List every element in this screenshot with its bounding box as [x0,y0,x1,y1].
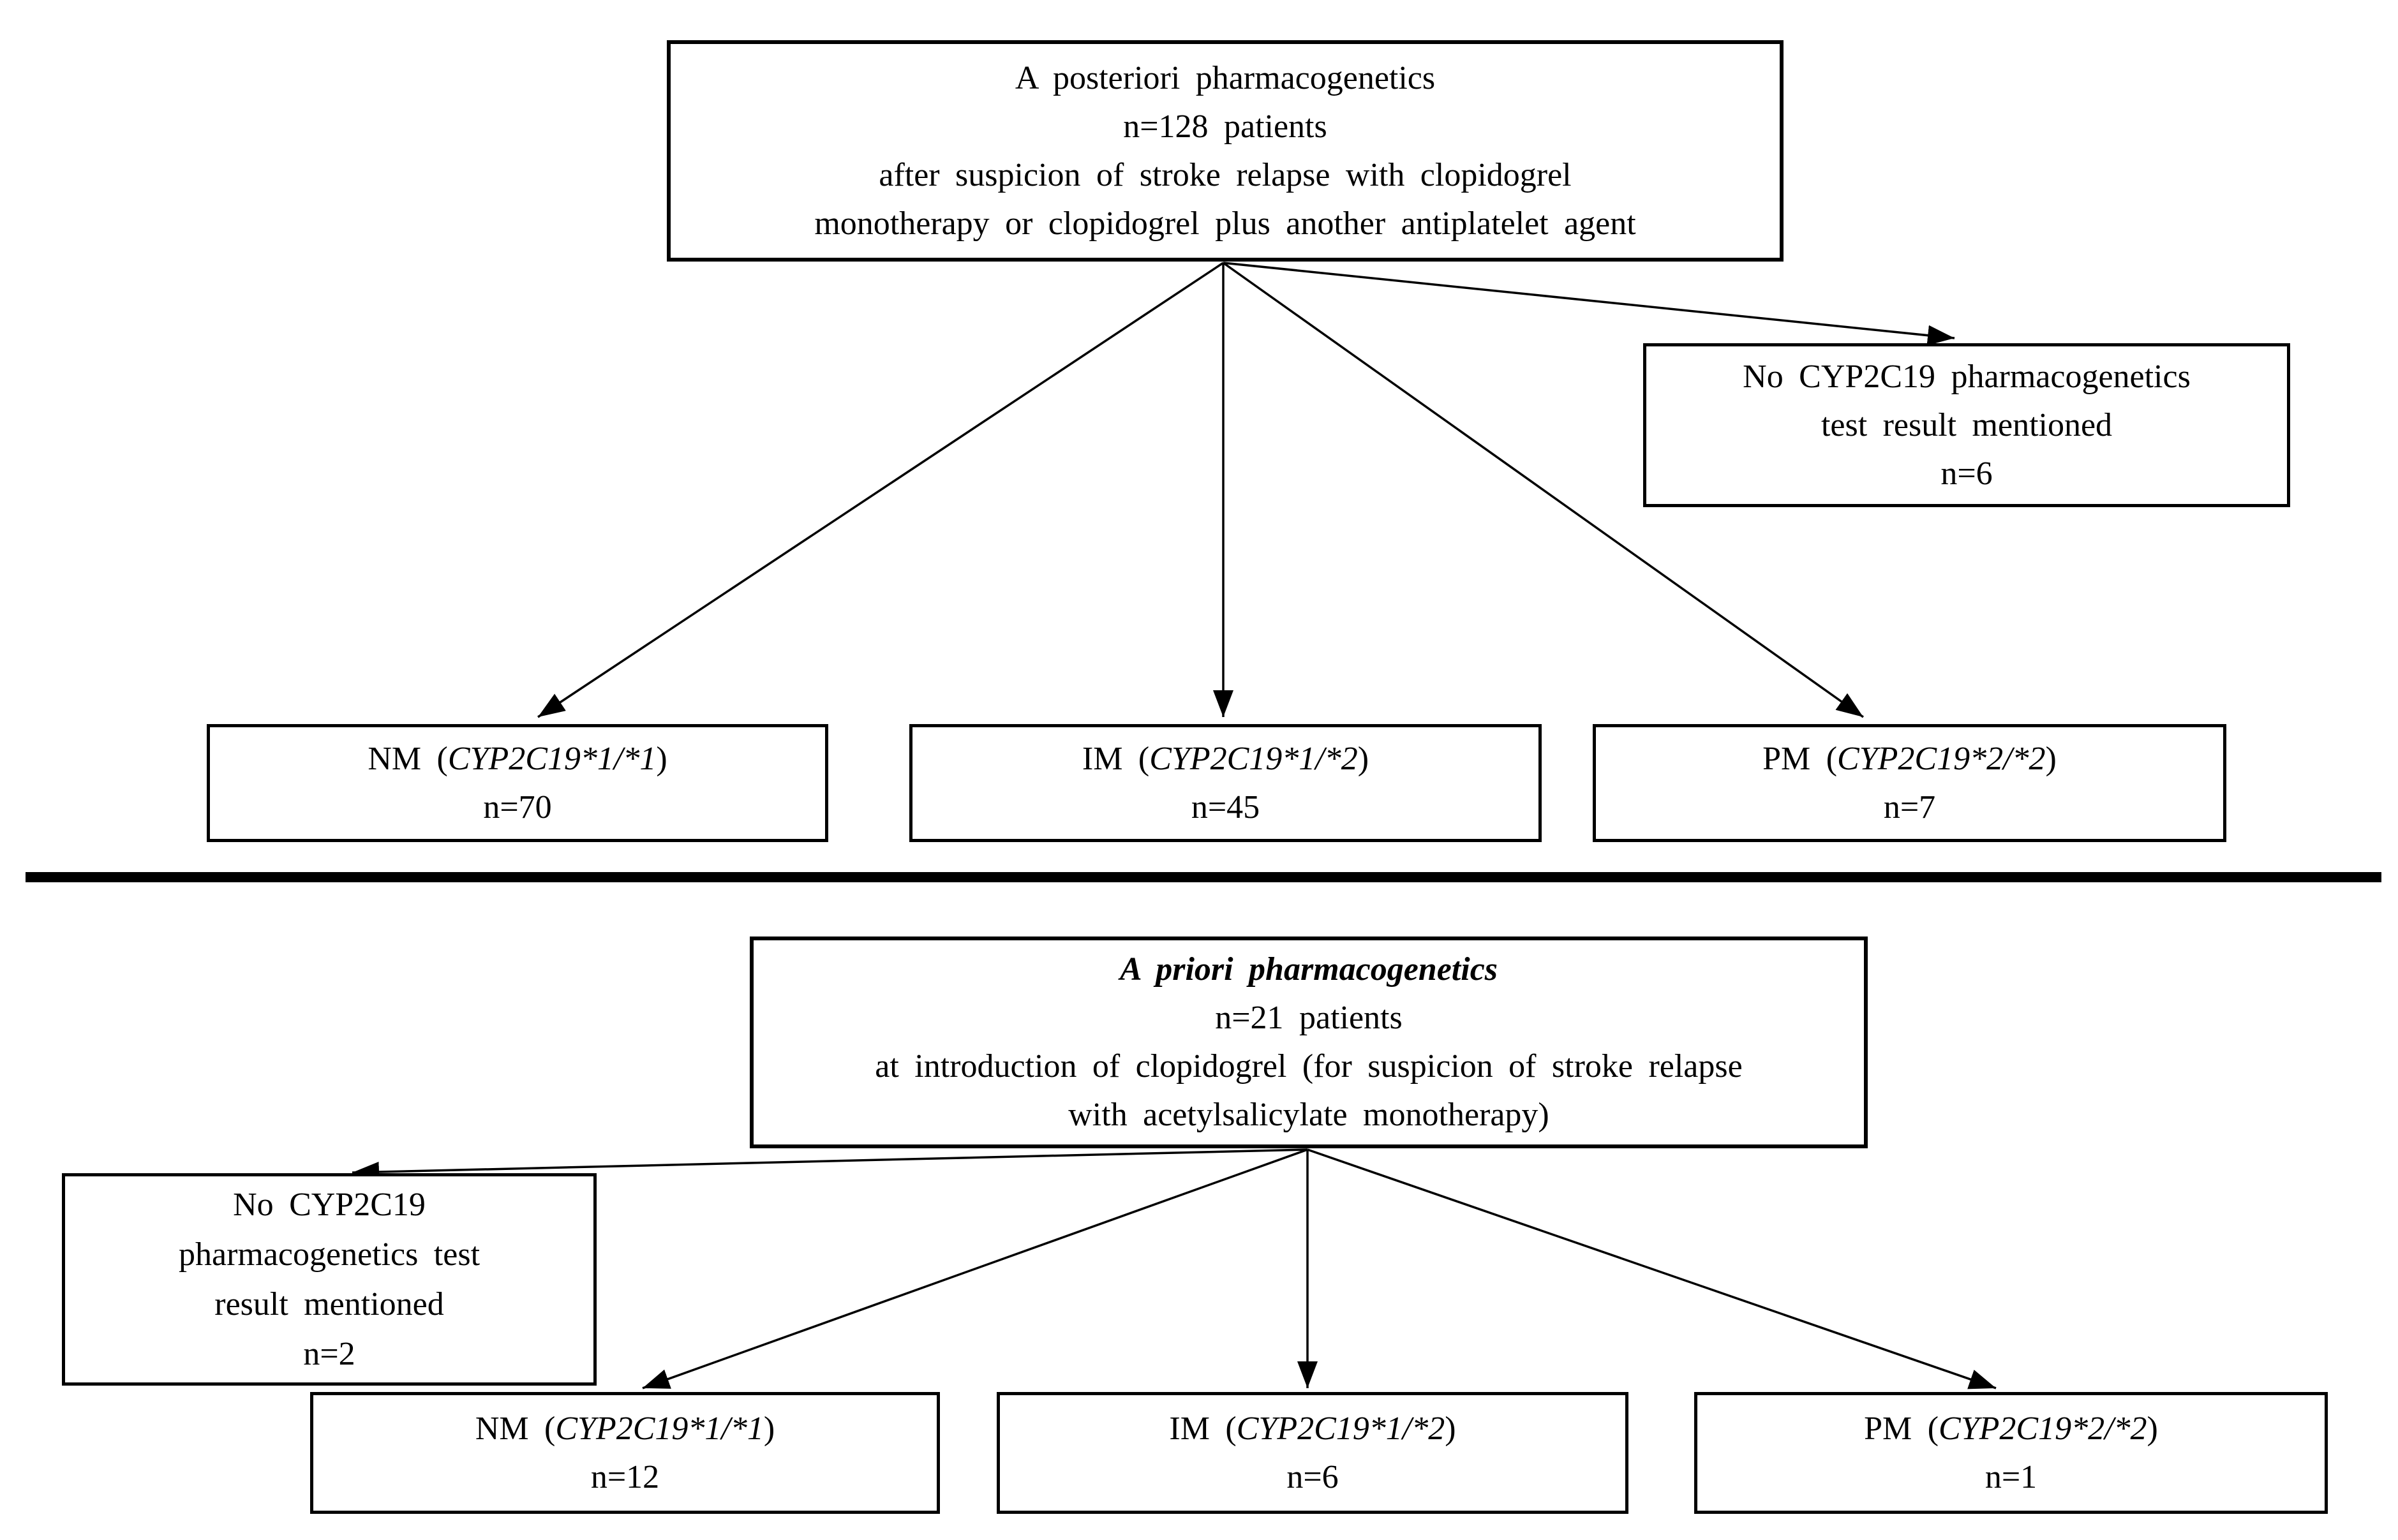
genotype-close: ) [2147,1410,2158,1447]
genotype-label: CYP2C19*2/*2 [1939,1410,2147,1447]
metabolizer-label: IM ( [1169,1410,1237,1447]
pm-box-bottom: PM (CYP2C19*2/*2) n=1 [1694,1392,2328,1514]
arrow-aposteriori-to-nm [537,262,1224,718]
genotype-label: CYP2C19*1/*1 [447,740,657,777]
count-line: n=6 [1286,1458,1339,1495]
arrow-apriori-to-pm [1307,1148,1997,1389]
genotype-label: CYP2C19*1/*2 [1149,740,1358,777]
excluded-box-line: pharmacogenetics test [178,1236,480,1273]
main-box-line: at introduction of clopidogrel (for susp… [875,1048,1743,1085]
genotype-close: ) [1357,740,1369,777]
arrow-apriori-to-nm [642,1148,1308,1389]
metabolizer-label: PM ( [1864,1410,1939,1447]
genotype-close: ) [656,740,667,777]
metabolizer-label: IM ( [1082,740,1150,777]
genotype-label: CYP2C19*1/*2 [1236,1410,1445,1447]
main-box-line: monotherapy or clopidogrel plus another … [814,205,1636,242]
metabolizer-label: NM ( [368,740,448,777]
genotype-line: IM (CYP2C19*1/*2) [912,735,1538,783]
excluded-box-count: n=2 [303,1335,355,1372]
count-line: n=1 [1985,1458,2037,1495]
genotype-line: IM (CYP2C19*1/*2) [1000,1405,1625,1453]
arrow-aposteriori-to-pm [1222,262,1865,718]
a-priori-main-box: A priori pharmacogenetics n=21 patients … [750,937,1868,1148]
genotype-close: ) [2045,740,2057,777]
arrow-aposteriori-to-no-test [1223,262,1955,346]
metabolizer-label: NM ( [475,1410,556,1447]
a-posteriori-main-box: A posteriori pharmacogenetics n=128 pati… [667,40,1784,262]
genotype-line: PM (CYP2C19*2/*2) [1697,1405,2325,1453]
pm-box-top: PM (CYP2C19*2/*2) n=7 [1593,724,2226,842]
excluded-box-line: No CYP2C19 [233,1186,426,1223]
genotype-line: NM (CYP2C19*1/*1) [313,1405,937,1453]
main-box-patient-count: n=21 patients [1215,1000,1403,1036]
excluded-box-line: result mentioned [214,1285,444,1322]
main-box-line: after suspicion of stroke relapse with c… [879,156,1572,193]
count-line: n=12 [590,1458,660,1495]
excluded-box-count: n=6 [1940,455,1993,492]
no-test-result-box-bottom: No CYP2C19 pharmacogenetics test result … [62,1173,597,1386]
main-box-patient-count: n=128 patients [1123,108,1327,145]
im-box-top: IM (CYP2C19*1/*2) n=45 [909,724,1542,842]
main-box-line: with acetylsalicylate monotherapy) [1068,1097,1549,1133]
genotype-line: PM (CYP2C19*2/*2) [1596,735,2223,783]
nm-box-top: NM (CYP2C19*1/*1) n=70 [207,724,828,842]
count-line: n=7 [1883,789,1936,826]
main-box-title: A priori pharmacogenetics [1119,951,1498,988]
genotype-close: ) [1445,1410,1456,1447]
arrow-apriori-to-no-test [352,1148,1308,1182]
genotype-close: ) [763,1410,775,1447]
section-divider [26,872,2381,882]
no-test-result-box-top: No CYP2C19 pharmacogenetics test result … [1643,343,2290,507]
excluded-box-line: No CYP2C19 pharmacogenetics [1743,358,2191,395]
main-box-line: A posteriori pharmacogenetics [1015,59,1436,96]
count-line: n=45 [1191,789,1260,826]
nm-box-bottom: NM (CYP2C19*1/*1) n=12 [310,1392,940,1514]
genotype-label: CYP2C19*2/*2 [1837,740,2046,777]
metabolizer-label: PM ( [1762,740,1838,777]
excluded-box-line: test result mentioned [1821,406,2113,443]
genotype-label: CYP2C19*1/*1 [555,1410,764,1447]
count-line: n=70 [483,789,552,826]
genotype-line: NM (CYP2C19*1/*1) [210,735,825,783]
im-box-bottom: IM (CYP2C19*1/*2) n=6 [997,1392,1628,1514]
